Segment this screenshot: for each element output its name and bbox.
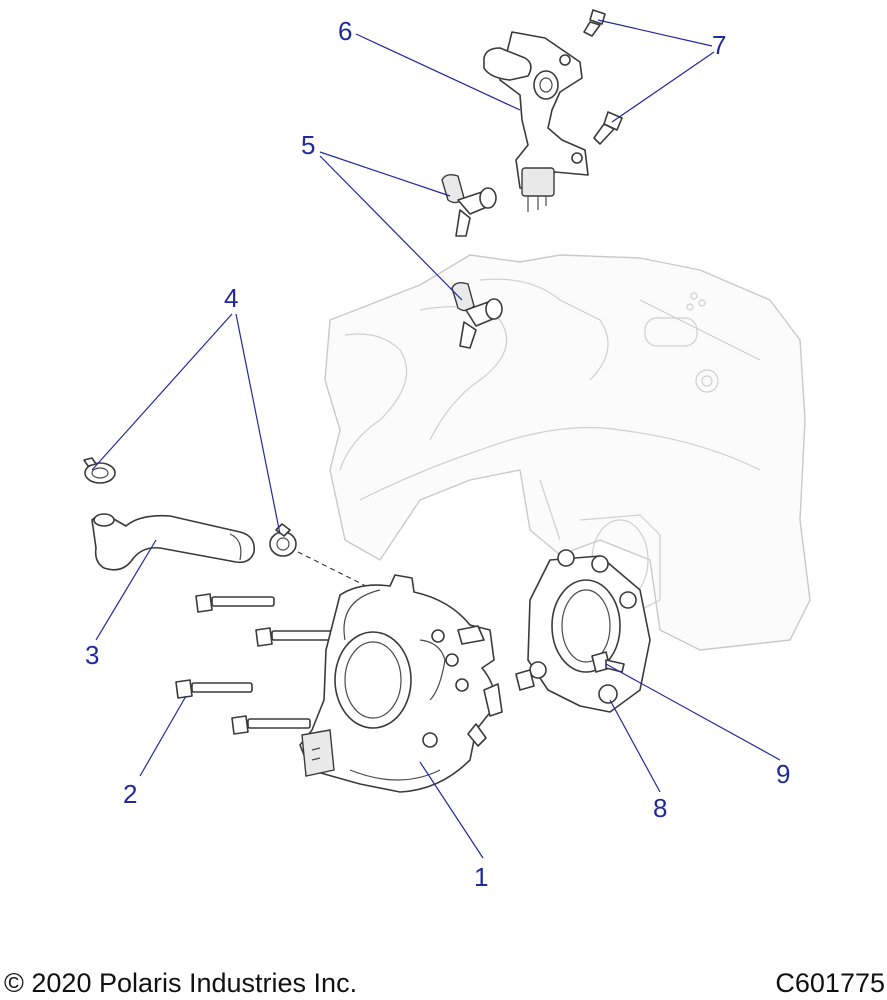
callout-3: 3 [85,640,99,670]
leader-7a [597,19,713,47]
leader-4b [235,313,281,535]
hose-clamp-right [269,523,297,557]
adapter-bolt [591,651,625,673]
drawing-code: C601775 [775,968,885,998]
throttle-body-bolt-4 [231,715,311,735]
leader-9 [605,663,781,761]
callout-5: 5 [301,130,315,160]
coolant-hose [91,513,256,571]
leader-2 [139,695,187,777]
leader-6 [355,33,521,111]
throttle-body-bolt-3 [175,679,253,699]
leader-5a [319,151,451,197]
leader-lines [91,19,781,859]
throttle-body-adapter [515,549,651,713]
mounting-bracket [483,31,589,212]
copyright-notice: © 2020 Polaris Industries Inc. [4,968,358,998]
callout-8: 8 [653,793,667,823]
leader-1 [419,761,484,859]
leader-5b [319,155,463,301]
leader-3 [95,539,157,641]
bracket-bolt-upper [583,9,606,37]
callout-7: 7 [712,30,726,60]
throttle-body-bolt-2 [255,627,333,647]
assembly-guide-line [297,551,371,589]
callout-9: 9 [776,759,790,789]
leader-4a [91,313,233,471]
callout-1: 1 [474,862,488,892]
callout-labels: 1 2 3 4 5 6 7 8 9 [85,16,790,892]
callout-6: 6 [338,16,352,46]
callout-4: 4 [224,283,238,313]
fuel-injector-lower [451,281,503,349]
leader-8 [609,699,661,793]
bracket-bolt-lower [593,111,623,145]
throttle-body-bolt-1 [195,593,275,613]
throttle-body [299,574,503,793]
fuel-injector-upper [441,173,497,237]
hose-clamp-left [83,457,116,484]
leader-7b [611,51,715,123]
callout-2: 2 [123,779,137,809]
